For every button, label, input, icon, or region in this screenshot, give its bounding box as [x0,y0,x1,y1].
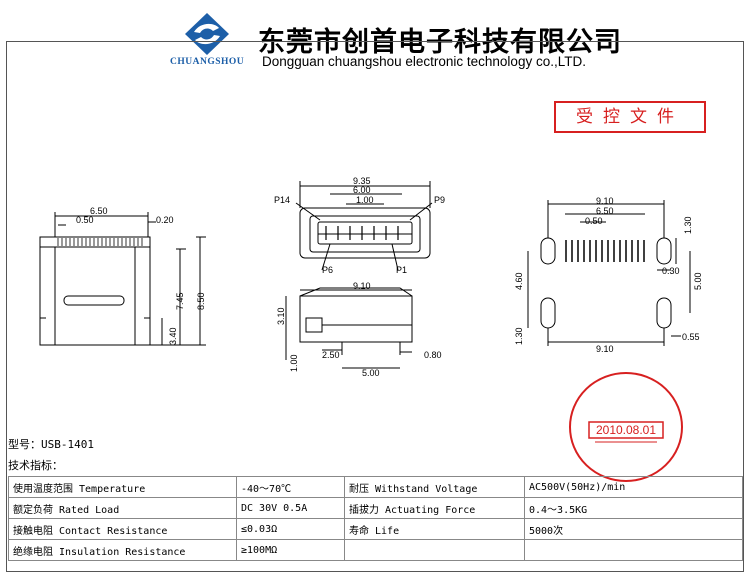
table-cell: 绝缘电阻 Insulation Resistance [8,539,237,561]
dim-side-bottom: 1.00 [289,354,299,372]
spec-table: 使用温度范围 Temperature -40～70℃ 耐压 Withstand … [8,476,743,561]
company-name-en: Dongguan chuangshou electronic technolog… [262,54,586,69]
table-cell: 额定负荷 Rated Load [8,497,237,519]
table-row: 绝缘电阻 Insulation Resistance ≥100MΩ [8,539,743,561]
dim-side-foot: 0.80 [424,350,442,360]
footprint-slot-bl [540,297,556,329]
dim-fp-slot-w: 0.30 [662,266,680,276]
dim-fp-width-bottom: 9.10 [596,344,614,354]
table-cell: ≤0.03Ω [236,518,345,540]
dim-front-tongue: 1.00 [356,195,374,205]
dim-left-inner-height: 7.45 [175,292,185,310]
footprint-slot-tr [656,237,672,265]
table-cell [344,539,525,561]
dim-front-inner: 6.00 [353,185,371,195]
left-view-slot [63,295,125,306]
footprint-slot-tl [540,237,556,265]
table-cell: 耐压 Withstand Voltage [344,476,525,498]
side-view-body [299,295,413,343]
spec-heading: 技术指标： [8,459,63,472]
front-view-shell [299,207,431,259]
dim-left-slot-offset: 3.40 [168,327,178,345]
dim-left-width: 6.50 [90,206,108,216]
document-control-seal: 2010.08.01 [567,370,685,484]
seal-date: 2010.08.01 [595,423,657,437]
table-cell: 使用温度范围 Temperature [8,476,237,498]
drawing-frame [6,41,744,572]
table-cell: ≥100MΩ [236,539,345,561]
dim-side-width: 9.10 [353,281,371,291]
dim-left-outer-height: 8.50 [196,292,206,310]
pin-label-p6: P6 [322,265,334,275]
model-label: 型号：USB-1401 [8,438,94,451]
table-cell: 0.4～3.5KG [524,497,743,519]
technical-drawing [39,181,691,369]
pin-label-p14: P14 [274,195,291,205]
company-name-cn: 东莞市创首电子科技有限公司 [258,27,622,58]
dim-fp-width-outer: 9.10 [596,196,614,206]
dim-side-offset: 2.50 [322,350,340,360]
table-cell: 5000次 [524,518,743,540]
dim-left-pitch: 0.50 [76,215,94,225]
left-view-body [39,236,151,346]
dim-fp-slot-h: 1.30 [683,216,693,234]
table-cell [524,539,743,561]
footprint-slot-br [656,297,672,329]
dim-front-width: 9.35 [353,176,371,186]
controlled-document-stamp: 受控文件 [554,101,706,133]
dim-fp-bottom-h: 1.30 [514,327,524,345]
table-row: 接触电阻 Contact Resistance ≤0.03Ω 寿命 Life 5… [8,518,743,540]
table-cell: 寿命 Life [344,518,525,540]
dim-side-length: 5.00 [362,368,380,378]
dim-fp-pad: 0.55 [682,332,700,342]
dim-fp-height: 4.60 [514,272,524,290]
logo-wordmark: CHUANGSHOU [170,57,245,67]
pin-label-p1: P1 [396,265,408,275]
table-cell: AC500V(50Hz)/min [524,476,743,498]
table-cell: 插拔力 Actuating Force [344,497,525,519]
pin-label-p9: P9 [434,195,446,205]
dim-fp-width-mid: 6.50 [596,206,614,216]
dim-fp-right-h: 5.00 [693,272,703,290]
dim-side-height: 3.10 [276,307,286,325]
table-row: 额定负荷 Rated Load DC 30V 0.5A 插拔力 Actuatin… [8,497,743,519]
table-cell: 接触电阻 Contact Resistance [8,518,237,540]
table-row: 使用温度范围 Temperature -40～70℃ 耐压 Withstand … [8,476,743,498]
table-cell: DC 30V 0.5A [236,497,345,519]
dim-left-tab: 0.20 [156,215,174,225]
table-cell: -40～70℃ [236,476,345,498]
dim-fp-pitch: 0.50 [585,216,603,226]
